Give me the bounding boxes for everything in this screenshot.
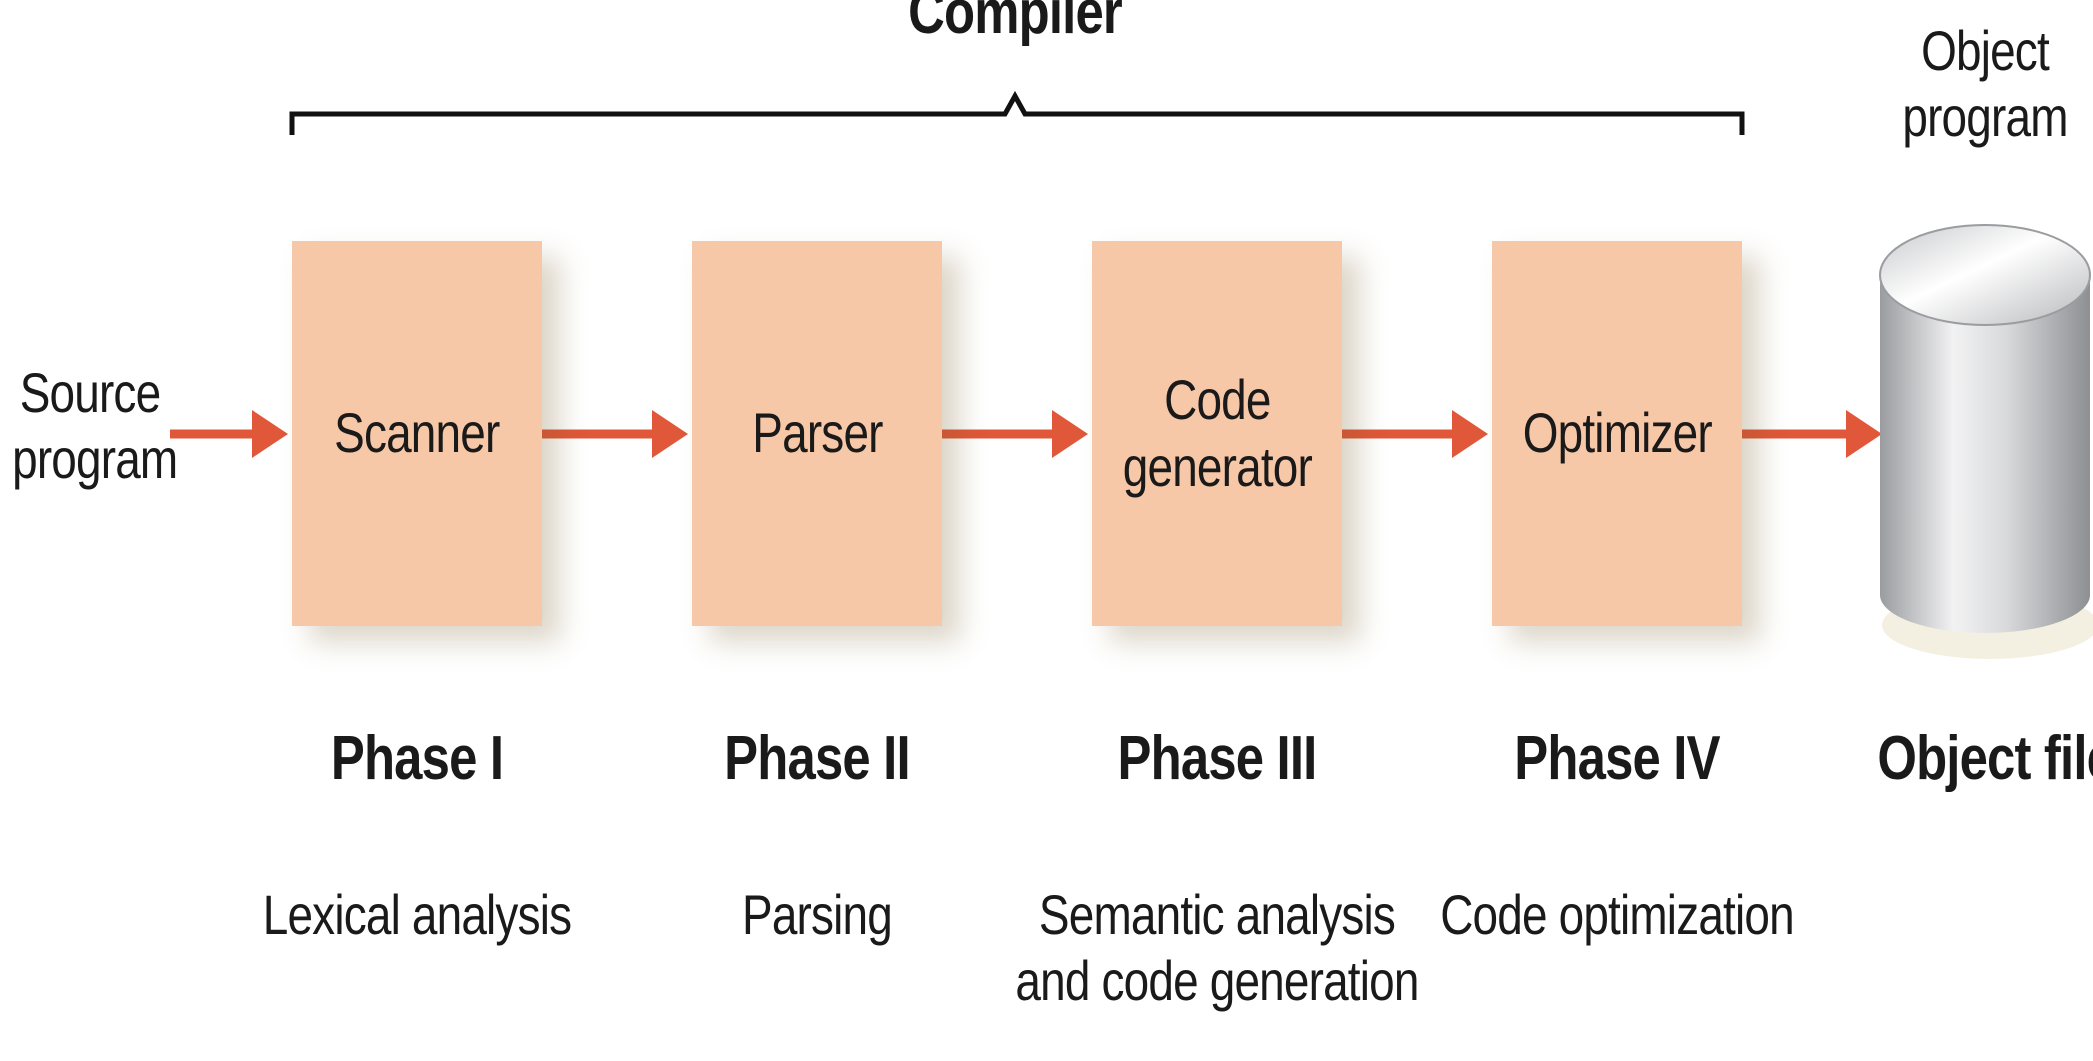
phase-3-title: Phase III xyxy=(1117,724,1318,793)
phase-4-desc: Code optimization xyxy=(1440,883,1794,946)
phase-3-desc: Semantic analysis and code generation xyxy=(1012,882,1422,1014)
phase-1-desc: Lexical analysis xyxy=(262,883,572,946)
object-file-title: Object file xyxy=(1877,724,2093,793)
scanner-box: Scanner xyxy=(292,241,542,626)
arrowhead-4 xyxy=(1452,410,1488,458)
code-generator-label: Code generator xyxy=(1122,367,1312,499)
parser-label: Parser xyxy=(751,401,883,465)
optimizer-label: Optimizer xyxy=(1522,401,1712,465)
cylinder-icon xyxy=(1879,224,2093,659)
phase-1-title: Phase I xyxy=(330,724,504,793)
source-program-label: Source program xyxy=(12,360,178,492)
code-generator-line2: generator xyxy=(1122,434,1312,498)
phase-2-title: Phase II xyxy=(724,724,910,793)
source-program-line2: program xyxy=(12,427,178,491)
compiler-label: Compiler xyxy=(908,0,1123,47)
source-program-line1: Source xyxy=(19,361,161,424)
arrowhead-2 xyxy=(652,410,688,458)
arrowhead-3 xyxy=(1052,410,1088,458)
optimizer-box: Optimizer xyxy=(1492,241,1742,626)
phase-3-desc-line2: and code generation xyxy=(1015,949,1419,1013)
object-program-line2: program xyxy=(1902,85,2068,149)
arrowhead-1 xyxy=(252,410,288,458)
phase-2-desc: Parsing xyxy=(742,883,893,946)
arrowhead-5 xyxy=(1846,410,1882,458)
code-generator-line1: Code xyxy=(1163,368,1271,432)
code-generator-box: Code generator xyxy=(1092,241,1342,626)
phase-4-title: Phase IV xyxy=(1514,724,1720,793)
parser-box: Parser xyxy=(692,241,942,626)
compiler-brace xyxy=(289,90,1745,135)
object-program-line1: Object xyxy=(1921,19,2050,82)
arrows xyxy=(170,410,1882,458)
object-program-label: Object program xyxy=(1899,18,2071,150)
scanner-label: Scanner xyxy=(334,401,500,465)
phase-3-desc-line1: Semantic analysis xyxy=(1038,883,1396,946)
